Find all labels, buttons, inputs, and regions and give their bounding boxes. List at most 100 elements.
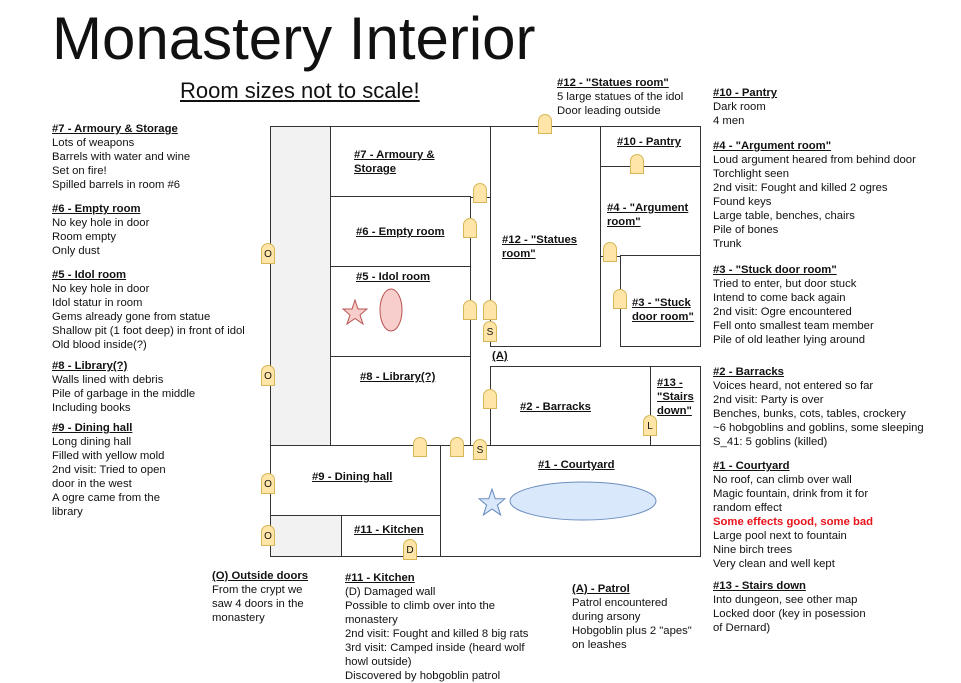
room-library[interactable] <box>330 356 471 447</box>
note-line: No key hole in door <box>52 217 150 229</box>
idol-star-icon <box>342 299 368 325</box>
room-label-pantry: #10 - Pantry <box>617 136 682 148</box>
note-stuck: #3 - "Stuck door room" Tried to enter, b… <box>713 263 874 347</box>
note-line: Trunk <box>713 238 742 250</box>
door-barracks[interactable] <box>483 389 497 409</box>
page-title: Monastery Interior <box>52 5 536 72</box>
note-patrol-title: (A) - Patrol <box>572 583 630 595</box>
note-line: Patrol encountered <box>572 597 668 609</box>
idol-statue-icon <box>379 288 403 332</box>
door-empty[interactable] <box>463 218 477 238</box>
room-barracks[interactable] <box>490 366 652 447</box>
outside-door-3[interactable]: O <box>261 473 275 494</box>
note-stuck-title: #3 - "Stuck door room" <box>713 264 837 276</box>
note-line: Old blood inside(?) <box>52 339 147 351</box>
room-label-kitchen: #11 - Kitchen <box>354 524 424 536</box>
note-line: Discovered by hobgoblin patrol <box>345 670 501 682</box>
room-argument[interactable] <box>600 166 701 257</box>
locked-door-stairs[interactable]: L <box>643 415 657 436</box>
note-argument: #4 - "Argument room" Loud argument heare… <box>713 139 916 251</box>
note-line: 2nd visit: Tried to open <box>52 464 166 476</box>
outside-door-1[interactable]: O <box>261 243 275 264</box>
note-line: S_41: 5 goblins (killed) <box>713 436 828 448</box>
note-line: Lots of weapons <box>52 137 135 149</box>
note-library: #8 - Library(?) Walls lined with debris … <box>52 359 195 415</box>
note-kitchen-title: #11 - Kitchen <box>345 572 415 584</box>
room-label-dining: #9 - Dining hall <box>312 471 393 483</box>
note-line: monastery <box>212 612 265 624</box>
note-line: Locked door (key in posession <box>713 608 866 620</box>
room-label-empty: #6 - Empty room <box>356 226 445 238</box>
note-dining-title: #9 - Dining hall <box>52 422 133 434</box>
note-outside-title: (O) Outside doors <box>212 570 309 582</box>
note-line: 2nd visit: Party is over <box>713 394 824 406</box>
outside-door-4[interactable]: O <box>261 525 275 546</box>
note-line: Hobgoblin plus 2 "apes" <box>572 625 692 637</box>
note-line: Long dining hall <box>52 436 132 448</box>
note-line: 2nd visit: Ogre encountered <box>713 306 852 318</box>
page-subtitle: Room sizes not to scale! <box>180 78 420 103</box>
note-line: Benches, bunks, cots, tables, crockery <box>713 408 906 420</box>
outside-door-2[interactable]: O <box>261 365 275 386</box>
note-line: Large table, benches, chairs <box>713 210 855 222</box>
note-line: From the crypt we <box>212 584 303 596</box>
room-kitchen[interactable] <box>340 515 441 557</box>
pool-icon <box>509 481 657 521</box>
note-line: Gems already gone from statue <box>52 311 211 323</box>
note-line: 4 men <box>713 115 745 127</box>
door-statues-north[interactable] <box>538 114 552 134</box>
note-warning: Some effects good, some bad <box>713 516 874 528</box>
room-armoury[interactable] <box>330 126 491 198</box>
note-line: Dark room <box>713 101 766 113</box>
stuck-door-lower[interactable]: S <box>473 439 487 460</box>
note-line: during arsony <box>572 611 641 623</box>
note-line: howl outside) <box>345 656 412 668</box>
note-line: Barrels with water and wine <box>52 151 191 163</box>
door-armoury[interactable] <box>473 183 487 203</box>
door-pantry[interactable] <box>630 154 644 174</box>
note-armoury-title: #7 - Armoury & Storage <box>52 123 178 135</box>
note-line: Magic fountain, drink from it for <box>713 488 869 500</box>
door-library[interactable] <box>413 437 427 457</box>
note-line: No roof, can climb over wall <box>713 474 852 486</box>
door-stuck[interactable] <box>613 289 627 309</box>
note-line: Spilled barrels in room #6 <box>52 179 181 191</box>
note-line: Fell onto smallest team member <box>713 320 874 332</box>
note-empty-title: #6 - Empty room <box>52 203 141 215</box>
room-statues[interactable] <box>490 126 601 347</box>
note-line: library <box>52 506 83 518</box>
door-idol[interactable] <box>463 300 477 320</box>
room-label-argument: #4 - "Argument room" <box>607 202 689 228</box>
room-pantry[interactable] <box>600 126 701 168</box>
note-idol-title: #5 - Idol room <box>52 269 127 281</box>
note-line: A ogre came from the <box>52 492 160 504</box>
room-stairs[interactable] <box>650 366 701 447</box>
note-line: Found keys <box>713 196 772 208</box>
room-label-stuck: #3 - "Stuck door room" <box>632 297 694 323</box>
note-line: No key hole in door <box>52 283 150 295</box>
note-line: ~6 hobgoblins and goblins, some sleeping <box>713 422 924 434</box>
southwest-corridor <box>270 515 342 557</box>
note-statues-title: #12 - "Statues room" <box>557 77 669 89</box>
note-line: Pile of old leather lying around <box>713 334 865 346</box>
note-barracks: #2 - Barracks Voices heard, not entered … <box>713 365 924 449</box>
note-courtyard-title: #1 - Courtyard <box>713 460 790 472</box>
door-dining[interactable] <box>450 437 464 457</box>
room-dining[interactable] <box>270 445 441 517</box>
room-label-statues: #12 - "Statues room" <box>502 234 578 260</box>
note-line: Set on fire! <box>52 165 107 177</box>
door-argument[interactable] <box>603 242 617 262</box>
note-line: Only dust <box>52 245 100 257</box>
note-idol: #5 - Idol room No key hole in door Idol … <box>52 268 245 352</box>
door-statues-south[interactable] <box>483 300 497 320</box>
stuck-door-upper[interactable]: S <box>483 321 497 342</box>
room-label-barracks: #2 - Barracks <box>520 401 591 413</box>
note-patrol: (A) - Patrol Patrol encountered during a… <box>572 582 692 652</box>
note-stairs-title: #13 - Stairs down <box>713 580 806 592</box>
damaged-wall-kitchen[interactable]: D <box>403 539 417 560</box>
note-pantry-title: #10 - Pantry <box>713 87 778 99</box>
note-line: Door leading outside <box>557 105 661 117</box>
note-line: Large pool next to fountain <box>713 530 847 542</box>
note-line: (D) Damaged wall <box>345 586 436 598</box>
note-line: Including books <box>52 402 131 414</box>
